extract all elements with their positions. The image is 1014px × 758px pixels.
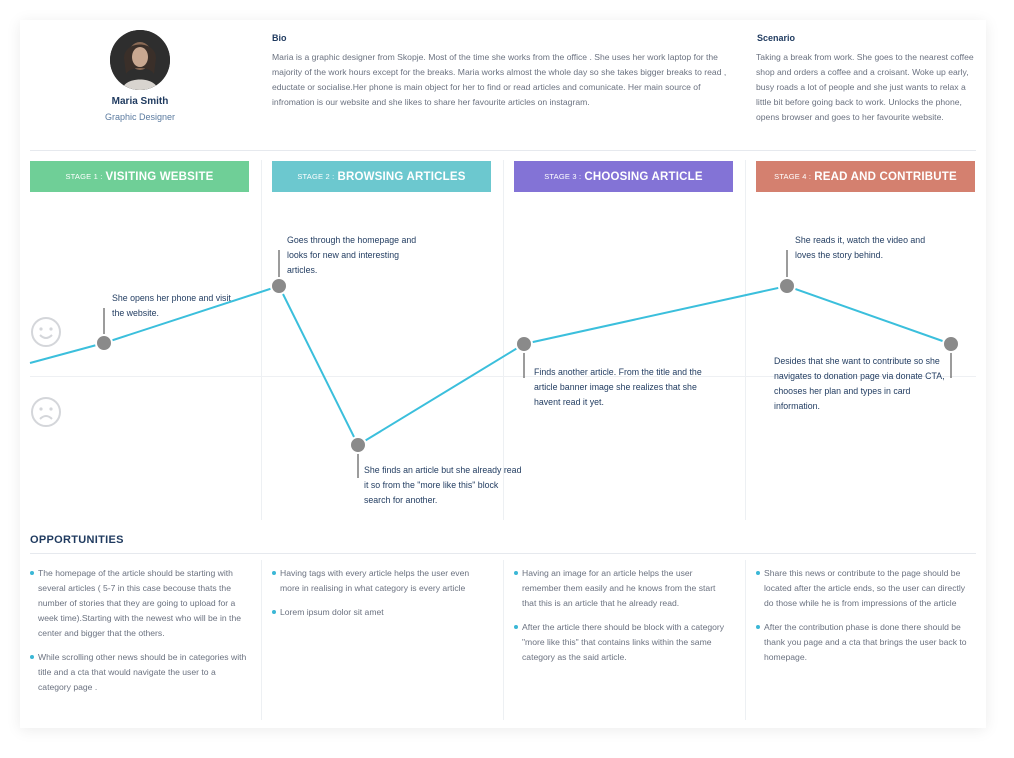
opportunity-item: Share this news or contribute to the pag… bbox=[756, 566, 974, 611]
scenario-text: Taking a break from work. She goes to th… bbox=[756, 52, 974, 122]
opportunities-title: OPPORTUNITIES bbox=[30, 534, 124, 546]
bio-text: Maria is a graphic designer from Skopje.… bbox=[272, 52, 727, 107]
journey-note-3: She finds an article but she already rea… bbox=[364, 465, 522, 505]
opportunity-item: The homepage of the article should be st… bbox=[30, 566, 248, 641]
stage-divider bbox=[745, 160, 746, 520]
stage-1-prefix: STAGE 1 : bbox=[65, 172, 103, 181]
stage-4-header: STAGE 4 : READ AND CONTRIBUTE bbox=[756, 161, 975, 192]
stage-divider bbox=[503, 160, 504, 520]
journey-note-6: Desides that she want to contribute so s… bbox=[774, 356, 945, 411]
opportunity-item: While scrolling other news should be in … bbox=[30, 650, 248, 695]
stage-4-label: READ AND CONTRIBUTE bbox=[814, 170, 957, 183]
opportunity-divider bbox=[745, 560, 746, 720]
journey-points bbox=[95, 277, 960, 454]
opportunity-item: Having tags with every article helps the… bbox=[272, 566, 490, 596]
stage-2-header: STAGE 2 : BROWSING ARTICLES bbox=[272, 161, 491, 192]
persona-role: Graphic Designer bbox=[104, 112, 176, 122]
persona-avatar bbox=[110, 30, 170, 90]
opportunity-column-4: Share this news or contribute to the pag… bbox=[756, 566, 974, 674]
stage-3-header: STAGE 3 : CHOOSING ARTICLE bbox=[514, 161, 733, 192]
opportunity-item: After the contribution phase is done the… bbox=[756, 620, 974, 665]
journey-note-4: Finds another article. From the title an… bbox=[534, 367, 702, 407]
stage-3-label: CHOOSING ARTICLE bbox=[584, 170, 703, 183]
journey-point-2 bbox=[270, 277, 288, 295]
happy-face-icon bbox=[31, 317, 61, 347]
header-divider bbox=[30, 150, 976, 151]
journey-point-4 bbox=[515, 335, 533, 353]
opportunity-item: Having an image for an article helps the… bbox=[514, 566, 732, 611]
opportunity-divider bbox=[261, 560, 262, 720]
journey-point-3 bbox=[349, 436, 367, 454]
journey-note-1: She opens her phone and visit the websit… bbox=[112, 293, 231, 318]
opportunity-column-2: Having tags with every article helps the… bbox=[272, 566, 490, 629]
opportunity-divider bbox=[503, 560, 504, 720]
journey-point-6 bbox=[942, 335, 960, 353]
stage-2-prefix: STAGE 2 : bbox=[297, 172, 335, 181]
scenario-title: Scenario bbox=[757, 33, 796, 43]
opportunity-item: Lorem ipsum dolor sit amet bbox=[272, 605, 490, 620]
persona-photo bbox=[110, 30, 170, 90]
opportunity-item: After the article there should be block … bbox=[514, 620, 732, 665]
stage-divider bbox=[261, 160, 262, 520]
journey-point-5 bbox=[778, 277, 796, 295]
stage-3-prefix: STAGE 3 : bbox=[544, 172, 582, 181]
journey-note-5: She reads it, watch the video and loves … bbox=[795, 235, 926, 260]
stage-1-label: VISITING WEBSITE bbox=[105, 170, 214, 183]
stage-4-prefix: STAGE 4 : bbox=[774, 172, 812, 181]
opportunity-column-3: Having an image for an article helps the… bbox=[514, 566, 732, 674]
persona-name: Maria Smith bbox=[111, 96, 169, 107]
opportunities-divider bbox=[30, 553, 976, 554]
stage-2-label: BROWSING ARTICLES bbox=[337, 170, 466, 183]
opportunity-column-1: The homepage of the article should be st… bbox=[30, 566, 248, 704]
sad-face-icon bbox=[31, 397, 61, 427]
emotion-midline bbox=[30, 376, 976, 377]
journey-note-2: Goes through the homepage and looks for … bbox=[287, 235, 417, 275]
journey-point-1 bbox=[95, 334, 113, 352]
bio-title: Bio bbox=[272, 33, 287, 43]
stage-1-header: STAGE 1 : VISITING WEBSITE bbox=[30, 161, 249, 192]
